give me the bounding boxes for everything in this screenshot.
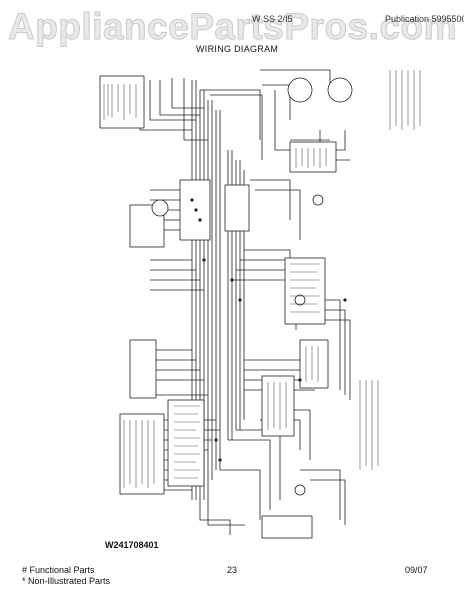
functional-parts-note: # Functional Parts: [22, 565, 95, 575]
component-boxes: [99, 75, 337, 539]
diagram-code: W241708401: [105, 540, 159, 550]
non-illustrated-note: * Non-Illustrated Parts: [22, 576, 111, 586]
footer-legend: # Functional Parts * Non-Illustrated Par…: [22, 565, 110, 587]
page-date: 09/07: [405, 565, 428, 575]
motor-symbols: [151, 77, 353, 496]
diagram-title: WIRING DIAGRAM: [196, 44, 279, 54]
model-code: W SS 2/I5: [252, 14, 293, 24]
publication-number: Publication 5995500583: [385, 14, 464, 24]
label-strokes: [103, 70, 421, 488]
watermark-logo: AppliancePartsPros.com: [8, 6, 457, 47]
terminal-dots: [190, 198, 347, 462]
page-number: 23: [227, 565, 238, 575]
